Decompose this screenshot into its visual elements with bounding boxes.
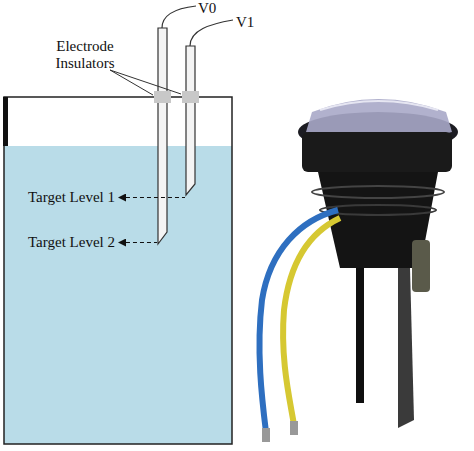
level-label: Target Level 2 [28, 234, 115, 251]
signal-name: V1 [236, 14, 254, 31]
wire [190, 20, 233, 46]
tank-outline [4, 97, 232, 444]
tank-wall [3, 97, 8, 146]
water [4, 146, 232, 444]
insulator [154, 91, 171, 103]
part-label: Electrode Insulators [30, 38, 140, 72]
signal-name: V0 [198, 0, 216, 17]
sensor-photo [259, 99, 458, 442]
tank-air [4, 97, 232, 444]
electrode-short [186, 46, 195, 195]
dashed-arrow [119, 197, 185, 198]
dashed-arrow [119, 242, 157, 243]
electrode-long [158, 28, 167, 244]
wire [162, 6, 196, 28]
level-label: Target Level 1 [28, 189, 115, 206]
leader-line [110, 70, 181, 94]
insulator [182, 91, 199, 103]
